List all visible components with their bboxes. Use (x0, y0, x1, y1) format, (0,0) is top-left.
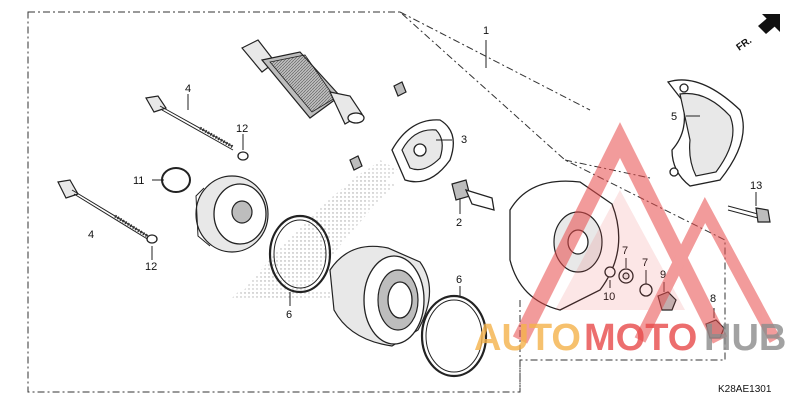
callout-3: 3 (461, 134, 467, 146)
front-arrow-icon: FR. (735, 14, 780, 53)
callout-8: 8 (710, 293, 716, 305)
callout-1: 1 (483, 25, 489, 37)
bracket-5 (666, 79, 744, 187)
bolt-4-lower (57, 179, 150, 241)
armature (241, 39, 365, 125)
callout-4-upper: 4 (185, 83, 191, 95)
washer-10 (604, 266, 616, 278)
brush-holder-3 (391, 119, 454, 183)
washer-7-a (618, 268, 634, 284)
assembly-outline (27, 11, 726, 393)
callout-11: 11 (133, 175, 144, 187)
terminal-2 (451, 179, 495, 211)
callout-13: 13 (750, 180, 762, 192)
svg-text:AUTO: AUTO (474, 317, 581, 359)
callout-9: 9 (660, 269, 666, 281)
callout-5: 5 (671, 111, 677, 123)
callout-7-a: 7 (622, 245, 628, 257)
svg-text:HUB: HUB (704, 317, 786, 359)
o-ring-11 (161, 167, 191, 193)
callout-2: 2 (456, 217, 462, 229)
automotohub-logo-text: AUTO MOTO HUB (474, 317, 786, 359)
callout-6-left: 6 (286, 309, 292, 321)
svg-text:MOTO: MOTO (584, 317, 697, 359)
callout-12-lower: 12 (145, 261, 157, 273)
callout-6-right: 6 (456, 274, 462, 286)
bolt-13 (727, 205, 771, 223)
callout-4-lower: 4 (88, 229, 94, 241)
front-indicator-label: FR. (735, 35, 755, 53)
automotohub-watermark (512, 122, 781, 344)
screw-small (349, 81, 407, 171)
diagram-code: K28AE1301 (718, 384, 772, 395)
stator-yoke (329, 245, 431, 347)
washer-12-upper (237, 151, 249, 161)
washer-12-lower (146, 234, 158, 244)
front-cover (195, 175, 269, 253)
o-ring-6-left (268, 214, 332, 294)
bolt-4-upper (145, 95, 234, 151)
o-ring-6-right (420, 294, 488, 378)
callout-7-b: 7 (642, 257, 648, 269)
callout-10: 10 (603, 291, 615, 303)
callout-12-upper: 12 (236, 123, 248, 135)
